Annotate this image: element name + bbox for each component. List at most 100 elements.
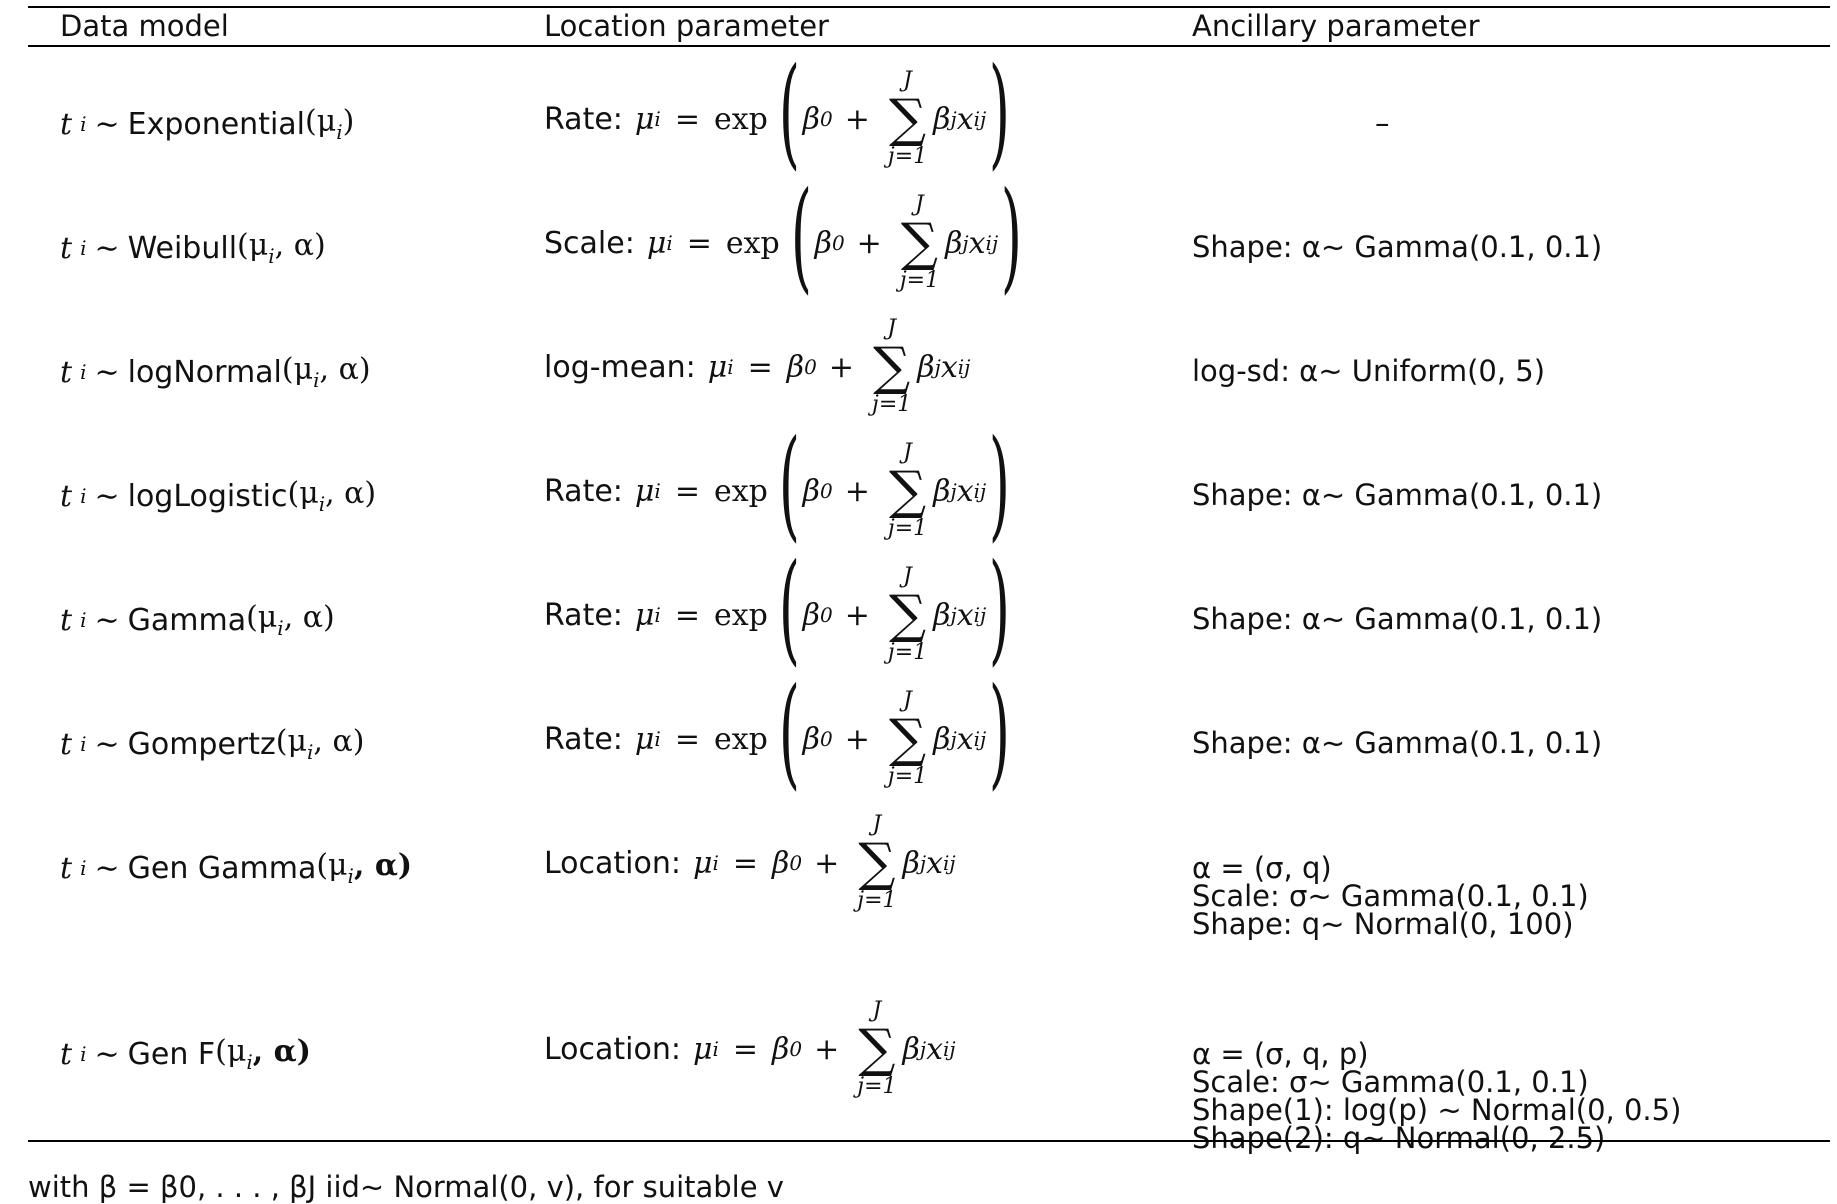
symbol-t-sub: i (80, 236, 87, 260)
symbol-t-sub: i (80, 484, 87, 508)
distribution-args: (μi, α) (215, 1034, 311, 1074)
ancillary-parameter-cell: Shape: α∼ Gamma(0.1, 0.1) (1192, 602, 1602, 636)
summation: J∑j=1 (888, 689, 927, 789)
beta-zero: β (786, 349, 805, 385)
mu-symbol: μ (634, 597, 655, 633)
x-ij: x (968, 225, 986, 261)
tilde-symbol: ∼ (94, 106, 120, 142)
symbol-t: t (60, 1036, 73, 1072)
symbol-t-sub: i (80, 856, 87, 880)
exp-function: exp (713, 721, 768, 757)
symbol-t-sub: i (80, 608, 87, 632)
args-open: (μ (305, 104, 337, 139)
location-label: Rate: (544, 473, 623, 509)
sum-lower-limit: j=1 (899, 268, 940, 293)
sum-lower-limit: j=1 (887, 640, 928, 665)
ancillary-line: Shape: α∼ Gamma(0.1, 0.1) (1192, 230, 1603, 264)
ancillary-line: α = (σ, q, p) (1192, 1037, 1369, 1071)
mu-sub: i (712, 1037, 719, 1061)
args-open: (μ (316, 848, 348, 883)
mu-symbol: μ (693, 1031, 713, 1067)
args-open: (μ (215, 1034, 247, 1069)
beta-j: β (933, 597, 951, 633)
args-mu-sub: i (277, 616, 284, 640)
args-close: , α) (313, 724, 365, 759)
args-close: , α) (319, 352, 371, 387)
exp-function: exp (713, 101, 768, 137)
exp-function: exp (713, 597, 768, 633)
left-paren: ( (778, 43, 800, 182)
ancillary-line: Shape: α∼ Gamma(0.1, 0.1) (1192, 602, 1603, 636)
args-open: (μ (246, 600, 278, 635)
tilde-symbol: ∼ (94, 602, 120, 638)
beta-j: β (945, 225, 963, 261)
footnote-text: with β = β0, . . . , βJ iid∼ Normal(0, v… (28, 1170, 784, 1204)
x-ij: x (956, 101, 974, 137)
summation: J∑j=1 (857, 999, 896, 1099)
ancillary-parameter-cell: α = (σ, q, p)Scale: σ∼ Gamma(0.1, 0.1)Sh… (1192, 1037, 1681, 1155)
x-ij-sub: ij (957, 355, 971, 379)
x-ij: x (956, 473, 974, 509)
distribution-args: (μi, α) (246, 600, 335, 640)
symbol-t: t (60, 354, 73, 390)
sum-lower-limit: j=1 (857, 888, 897, 913)
args-open: (μ (281, 352, 314, 387)
ancillary-parameter-cell: log-sd: α∼ Uniform(0, 5) (1192, 354, 1545, 388)
symbol-t: t (60, 106, 73, 142)
mu-sub: i (727, 355, 734, 379)
args-close: , α) (325, 476, 377, 511)
symbol-t-sub: i (80, 360, 87, 384)
ancillary-line: Shape: α∼ Gamma(0.1, 0.1) (1192, 726, 1603, 760)
beta-zero: β (772, 845, 790, 881)
args-mu-sub: i (306, 740, 314, 764)
location-label: Rate: (544, 597, 623, 633)
plus-sign: + (814, 1031, 840, 1067)
beta-j-sub: j (919, 1037, 927, 1061)
sum-lower-limit: j=1 (872, 392, 912, 417)
distribution-name: Gompertz (127, 726, 276, 762)
args-close: ) (342, 104, 355, 139)
distribution-args: (μi, α) (287, 476, 376, 516)
tilde-symbol: ∼ (94, 354, 120, 390)
beta-j: β (933, 473, 951, 509)
ancillary-line: α = (σ, q) (1192, 851, 1332, 885)
location-label: Location: (544, 845, 681, 881)
tilde-symbol: ∼ (94, 726, 120, 762)
args-mu-sub: i (347, 864, 354, 888)
distribution-name: logNormal (127, 354, 282, 390)
args-close: , α) (353, 848, 413, 883)
ancillary-line: – (1375, 106, 1390, 140)
symbol-t-sub: i (80, 112, 87, 136)
sum-upper-limit: J (872, 998, 882, 1023)
mu-symbol: μ (634, 101, 655, 137)
mu-sub: i (654, 479, 661, 503)
sum-sigma: ∑ (888, 89, 927, 149)
plus-sign: + (856, 225, 882, 261)
sum-sigma: ∑ (858, 1019, 896, 1079)
table-footnote: with β = β0, . . . , βJ iid∼ Normal(0, v… (28, 1170, 784, 1204)
summation: J∑j=1 (888, 69, 927, 169)
tilde-symbol: ∼ (94, 230, 120, 266)
equals-sign: = (732, 845, 759, 881)
right-paren: ) (989, 539, 1011, 678)
x-ij-sub: ij (973, 603, 987, 627)
sum-upper-limit: J (915, 192, 924, 217)
tilde-symbol: ∼ (94, 478, 120, 514)
summation: J∑j=1 (857, 813, 896, 913)
table-header-rule (28, 45, 1830, 47)
beta-zero-sub: 0 (789, 1037, 803, 1061)
equals-sign: = (747, 349, 773, 385)
beta-j: β (902, 1031, 920, 1067)
symbol-t: t (60, 230, 73, 266)
x-ij-sub: ij (985, 231, 999, 255)
distribution-name: Gen F (127, 1036, 216, 1072)
args-mu-sub: i (268, 244, 275, 268)
ancillary-line: Shape(2): q∼ Normal(0, 2.5) (1192, 1121, 1606, 1155)
